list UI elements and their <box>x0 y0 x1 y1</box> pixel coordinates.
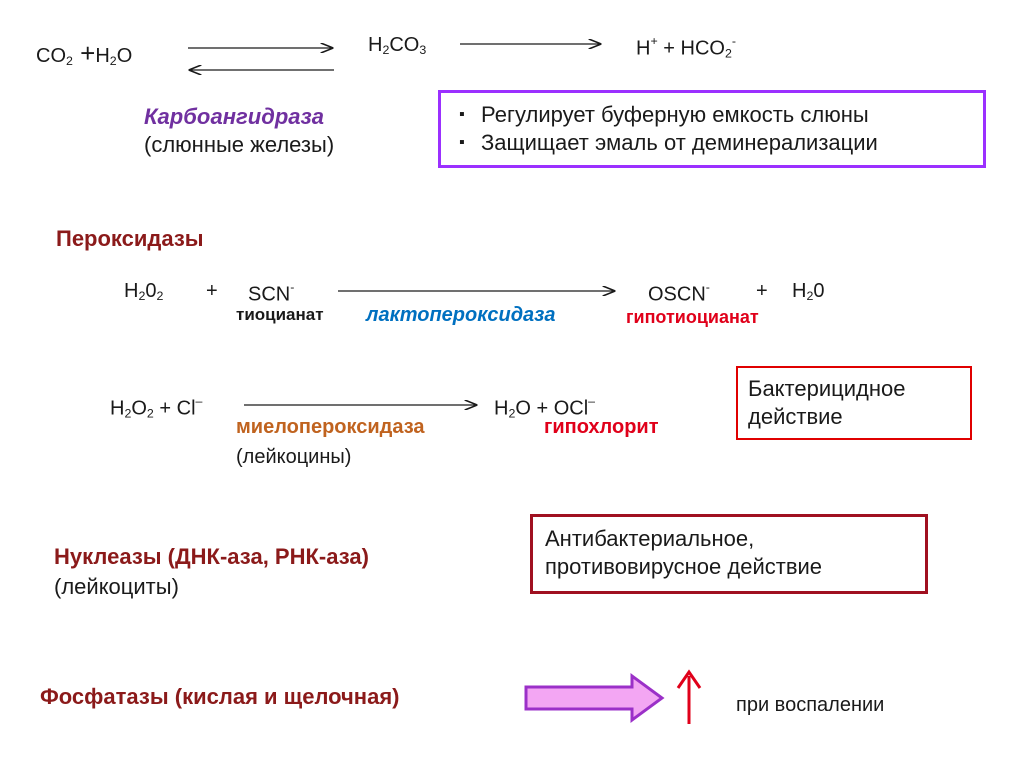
heading-peroxidases: Пероксидазы <box>56 226 204 251</box>
label-hypothiocyanite: гипотиоцианат <box>626 307 759 327</box>
block-arrow <box>524 673 665 723</box>
plus-sign-2: + <box>756 280 768 302</box>
function-item-enamel: ▪Защищает эмаль от деминерализации <box>459 130 878 155</box>
heading-nucleases: Нуклеазы (ДНК-аза, РНК-аза) <box>54 544 369 569</box>
label-hypochlorite: гипохлорит <box>544 416 659 438</box>
enzyme-carbonic-anhydrase: Карбоангидраза <box>144 104 324 129</box>
product-h2co3: H2CO3 <box>368 34 427 58</box>
reactant-h2o2-1: H202 <box>124 280 164 304</box>
antibacterial-line2: противовирусное действие <box>545 554 823 579</box>
product-h20: H20 <box>792 280 825 304</box>
function-item-buffer: ▪Регулирует буферную емкость слюны <box>459 102 869 127</box>
carbonic-function-box: ▪Регулирует буферную емкость слюны ▪Защи… <box>438 90 986 168</box>
products-h2o-ocl: H2O + OCl– <box>494 394 596 421</box>
bactericidal-line2: действие <box>748 404 843 429</box>
reactants-co2-h2o: CO2 +H2O <box>36 38 133 69</box>
plus-sign-1: + <box>206 280 218 302</box>
heading-phosphatases: Фосфатазы (кислая и щелочная) <box>40 684 400 709</box>
reactants-h2o2-cl: H2O2 + Cl– <box>110 394 203 421</box>
enzyme-lactoperoxidase: лактопероксидаза <box>366 304 556 326</box>
label-thiocyanate: тиоцианат <box>236 305 324 324</box>
enzyme-source-leukocytes-1: (лейкоцины) <box>236 446 352 468</box>
enzyme-source-salivary-glands: (слюнные железы) <box>144 132 335 157</box>
antibacterial-box: Антибактериальное, противовирусное дейст… <box>530 514 928 594</box>
bactericidal-line1: Бактерицидное <box>748 376 906 401</box>
note-inflammation: при воспалении <box>736 694 885 716</box>
up-arrow-icon <box>676 669 702 724</box>
bactericidal-box: Бактерицидное действие <box>736 366 972 440</box>
antibacterial-line1: Антибактериальное, <box>545 526 755 551</box>
nucleases-source: (лейкоциты) <box>54 574 179 599</box>
reactant-scn: SCN- <box>248 280 295 306</box>
product-oscn: OSCN- <box>648 280 710 306</box>
products-ions: H+ + HCO2- <box>636 34 736 61</box>
enzyme-myeloperoxidase: миелопероксидаза <box>236 416 425 438</box>
